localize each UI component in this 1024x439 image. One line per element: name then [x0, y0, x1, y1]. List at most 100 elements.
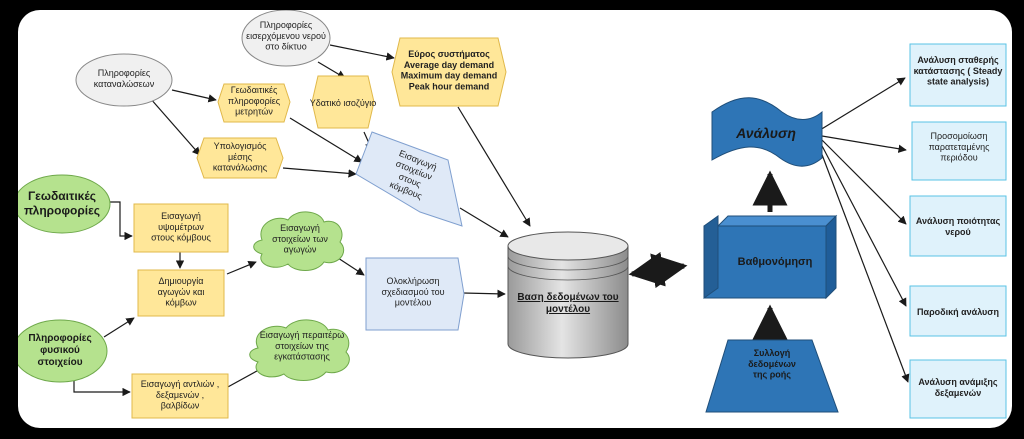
edge-incoming-to-balance — [317, 61, 346, 79]
out-extended-label-line: Προσομοίωση — [931, 131, 988, 141]
out-steady-label-line: κατάστασης ( Steady — [914, 66, 1003, 76]
demand-range-label-line: Peak hour demand — [409, 81, 490, 91]
facility-data-label-line: Εισαγωγή περαιτέρω — [260, 330, 345, 340]
edge-incoming-to-demand — [329, 44, 395, 61]
database-label-line: Βαση δεδομένων του — [517, 292, 618, 303]
edge-consumption-to-geodetic — [171, 89, 217, 103]
connectors — [73, 44, 910, 397]
edge-geodetic-to-altitude — [110, 201, 133, 241]
node-node-data-entry: Εισαγωγήστοιχείωνστουςκόμβους — [355, 131, 463, 227]
facility-data-label-line: εγκατάστασης — [274, 352, 330, 362]
avg-consumption-label-line: κατανάλωσης — [213, 163, 268, 173]
out-transient-label-line: Παροδική ανάλυση — [917, 307, 999, 317]
demand-range-label-line: Maximum day demand — [401, 71, 498, 81]
flow-collection-label-line: της ροής — [753, 370, 791, 380]
edge-pipedata-to-complete — [337, 257, 365, 276]
pipe-data-entry-label-line: Εισαγωγή — [280, 223, 320, 233]
database-label-line: μοντέλου — [546, 304, 590, 315]
geodetic-meters-label-line: Γεωδαιτικές — [231, 85, 278, 95]
complete-design-label-line: Ολοκλήρωση — [386, 276, 439, 286]
avg-consumption-label-line: Υπολογισμός — [214, 141, 268, 151]
pumps-entry-label-line: βαλβίδων — [161, 401, 200, 411]
svg-text:Παροδική ανάλυση: Παροδική ανάλυση — [917, 307, 999, 317]
out-mixing-label-line: δεξαμενών — [935, 388, 982, 398]
pumps-entry-label-line: Εισαγωγή αντλιών , — [141, 379, 220, 389]
node-calibration: Βαθμονόμηση — [703, 214, 838, 300]
edge-db-calibration-bidirectional — [628, 251, 688, 289]
facility-data-label-line: στοιχείων της — [275, 341, 329, 351]
out-mixing-label-line: Ανάλυση ανάμιξης — [918, 377, 998, 387]
altitude-entry-label-line: στους κόμβους — [151, 233, 211, 243]
create-pipes-label-line: κόμβων — [165, 298, 197, 308]
demand-range-label-line: Average day demand — [404, 60, 494, 70]
edge-complete-to-db — [462, 289, 506, 299]
pipe-data-entry-label-line: στοιχείων των — [272, 234, 328, 244]
physical-info-label-line: στοιχείου — [37, 357, 82, 368]
altitude-entry-label-line: υψομέτρων — [158, 222, 204, 232]
edge-analysis-to-quality — [821, 139, 907, 225]
incoming-water-label-line: στο δίκτυο — [265, 42, 306, 52]
incoming-water-label-line: εισερχόμενου νερού — [246, 31, 326, 41]
edge-physical-to-create — [103, 317, 135, 338]
edge-geodetic-to-node — [289, 117, 363, 163]
consumption-info-label-line: καταναλώσεων — [94, 79, 155, 89]
incoming-water-label-line: Πληροφορίες — [260, 20, 313, 30]
demand-range-label-line: Εύρος συστήματος — [408, 49, 490, 59]
out-steady-label-line: Ανάλυση σταθερής — [917, 55, 999, 65]
physical-info-label-line: Πληροφορίες — [28, 333, 91, 344]
geodetic-info-label-line: πληροφορίες — [24, 203, 100, 217]
node-out-transient: Παροδική ανάλυση — [909, 285, 1007, 337]
flow-collection-label-line: Συλλογή — [754, 348, 791, 358]
edge-demand-to-db — [457, 106, 531, 227]
geodetic-meters-label-line: μετρητών — [235, 107, 273, 117]
altitude-entry-label-line: Εισαγωγή — [161, 211, 201, 221]
out-extended-label-line: παρατεταμένης — [929, 142, 991, 152]
create-pipes-label-line: αγωγών και — [158, 287, 205, 297]
node-water-balance: Υδατικό ισοζύγιο — [310, 75, 376, 129]
edge-consumption-to-avg — [149, 97, 201, 156]
edge-avg-to-node — [282, 167, 357, 178]
physical-info-label-line: φυσικού — [40, 345, 80, 356]
flow-collection-label-line: δεδομένων — [748, 359, 796, 369]
complete-design-label-line: μοντέλου — [395, 298, 432, 308]
geodetic-meters-label-line: πληροφορίες — [228, 96, 281, 106]
calibration-label: Βαθμονόμηση — [738, 256, 813, 268]
create-pipes-label-line: Δημιουργία — [159, 276, 204, 286]
pipe-data-entry-label-line: αγωγών — [284, 245, 317, 255]
complete-design-label-line: σχεδιασμού του — [381, 287, 444, 297]
out-quality-label-line: νερού — [945, 227, 971, 237]
out-steady-label-line: state analysis) — [927, 77, 989, 87]
out-extended-label-line: περιόδου — [940, 153, 977, 163]
